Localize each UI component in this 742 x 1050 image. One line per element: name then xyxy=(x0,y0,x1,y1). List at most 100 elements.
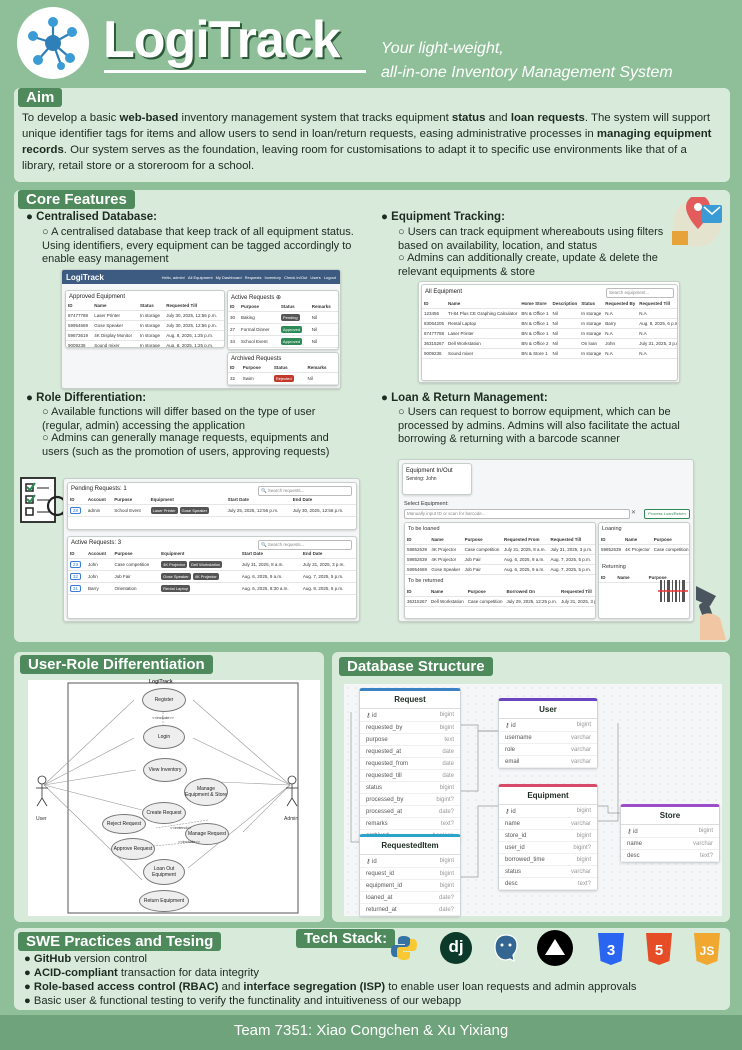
table-cell: 23 xyxy=(68,558,87,571)
swe-item-1-bold: GitHub xyxy=(33,953,72,965)
brand-underline xyxy=(104,70,366,73)
equipment-badge: 4K Projector xyxy=(161,561,188,568)
er-field-name: status xyxy=(366,784,383,791)
table-cell: Sound mixer xyxy=(446,348,520,359)
uc-register: Register xyxy=(142,688,186,712)
table-cell: Case competition xyxy=(462,544,503,555)
er-field-name: ⚷ id xyxy=(505,808,516,815)
er-field-name: name xyxy=(627,840,643,847)
nav-link[interactable]: My Dashboard xyxy=(215,274,242,280)
request-id-button[interactable]: 23 xyxy=(70,561,82,568)
swe-item-2-text: transaction for data integrity xyxy=(117,967,259,979)
er-field-type: bigint xyxy=(576,856,591,863)
clear-icon[interactable]: ✕ xyxy=(631,510,637,516)
pending-search-input[interactable]: 🔍 Search requests... xyxy=(258,486,352,496)
active-requests-title-text: Active Requests xyxy=(231,295,275,301)
column-header: Requested Till xyxy=(548,535,595,545)
table-cell: Job Fair xyxy=(462,554,503,565)
table-cell: 59852639 xyxy=(599,544,624,555)
table-cell: Aug. 8, 2025, 6 p.m. xyxy=(637,318,677,329)
er-field-name: role xyxy=(505,746,516,753)
table-cell: Orientation xyxy=(112,582,160,595)
aim-text-5: . Our system serves as the foundation, l… xyxy=(22,144,687,172)
postgresql-icon xyxy=(490,932,522,964)
feature-role-head: ● Role Differentiation: xyxy=(26,392,147,404)
nav-link[interactable]: Logout xyxy=(323,274,336,280)
swe-item-1-text: version control xyxy=(71,953,148,965)
er-field-name: requested_at xyxy=(366,748,402,755)
er-field-name: equipment_id xyxy=(366,882,403,889)
select-equipment-label: Select Equipment: xyxy=(404,501,449,507)
django-icon: dj xyxy=(440,932,472,964)
nav-link[interactable]: Inventory xyxy=(264,274,281,280)
barcode-input[interactable]: Manually input ID or scan for barcode... xyxy=(404,509,630,519)
column-header: Description xyxy=(550,299,580,309)
table-cell: In storage xyxy=(138,320,165,331)
er-field-name: name xyxy=(505,820,521,827)
table-cell: July 31, 2025, 8 a.m. xyxy=(502,544,549,555)
uc-manage-request: Manage Request xyxy=(185,823,229,845)
table-cell: 59954669 xyxy=(405,564,430,575)
table-cell: In storage xyxy=(138,330,165,341)
nav-link[interactable]: Check In/Out xyxy=(283,274,308,280)
table-cell: 4K Display Monitor xyxy=(92,330,138,341)
column-header: Name xyxy=(92,301,138,311)
table-cell: BN & Store 1 xyxy=(519,348,551,359)
request-id-button[interactable]: 31 xyxy=(70,585,82,592)
er-field-name: processed_by xyxy=(366,796,404,803)
aim-bold-4: managing equipment records xyxy=(22,128,712,156)
table-cell: 123456 xyxy=(422,308,447,319)
nav-link[interactable]: Requests xyxy=(244,274,262,280)
request-id-button[interactable]: 28 xyxy=(70,507,82,514)
uml-extend-label: <<extend>> xyxy=(170,825,192,830)
process-button[interactable]: Process Loan/Return xyxy=(644,509,690,519)
er-field-type: bigint xyxy=(439,724,454,731)
add-circle-icon[interactable]: ⊕ xyxy=(276,295,282,301)
table-cell: Nil xyxy=(305,372,338,385)
aim-text-2: inventory management system that tracks … xyxy=(178,112,452,124)
inout-title: Equipment In/Out xyxy=(406,468,453,474)
er-field-name: request_id xyxy=(366,870,395,877)
table-cell: 36315267 xyxy=(422,338,447,349)
uml-actor-admin: Admin xyxy=(284,816,299,822)
table-cell: Aug. 6, 2025, 9 a.m. xyxy=(239,570,301,583)
er-field-name: desc xyxy=(627,852,640,859)
uml-title: User-Role Differentiation xyxy=(20,655,213,674)
table-cell: N.A xyxy=(603,308,638,319)
uml-diagram: LogiTrack User Admin Register Login View… xyxy=(28,679,320,916)
nav-link[interactable]: Hello, admin! xyxy=(161,274,185,280)
column-header: Purpose xyxy=(462,535,503,545)
column-header: Status xyxy=(579,299,604,309)
equipment-search-input[interactable]: Search equipment... xyxy=(606,288,674,298)
nav-link[interactable]: All Equipment xyxy=(187,274,213,280)
column-header: End Date xyxy=(300,549,356,559)
aim-bold-2: status xyxy=(451,112,486,124)
table-cell: Nil xyxy=(309,335,338,348)
column-header: Remarks xyxy=(305,363,338,373)
request-id-button[interactable]: 32 xyxy=(70,573,82,580)
active-search-input[interactable]: 🔍 Search requests... xyxy=(258,540,352,550)
table-cell: admin xyxy=(85,504,113,517)
er-field-type: bigint xyxy=(576,832,591,839)
feature-db-head: ● Centralised Database: xyxy=(26,211,157,223)
approved-equipment-title: Approved Equipment xyxy=(69,294,126,300)
nav-link[interactable]: Users xyxy=(310,274,321,280)
